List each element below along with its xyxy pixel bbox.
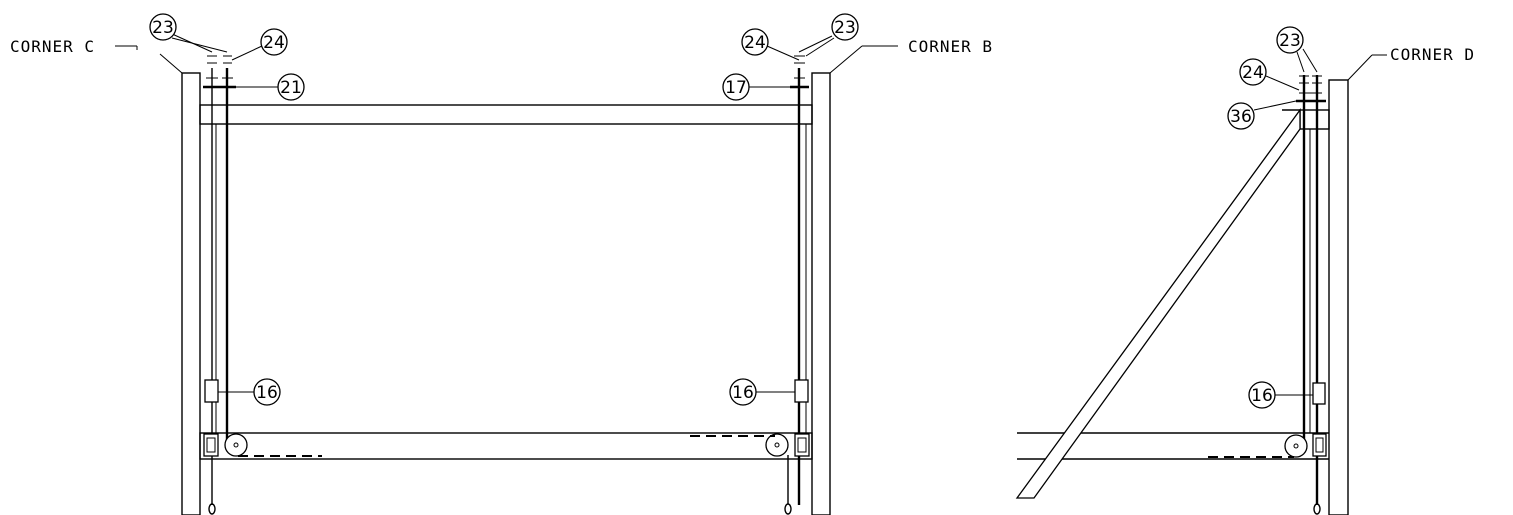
callout-24-right: 24 xyxy=(1239,58,1300,91)
callout-23-left: 23 xyxy=(149,13,228,53)
callout-16-mid: 16 xyxy=(729,378,795,406)
svg-text:23: 23 xyxy=(1279,31,1301,51)
corner-d-label: CORNER D xyxy=(1390,45,1475,64)
svg-text:21: 21 xyxy=(280,78,302,98)
svg-text:16: 16 xyxy=(732,383,754,403)
bolt-stack-left xyxy=(203,55,236,89)
bottom-beam xyxy=(199,432,813,460)
block-16-mid xyxy=(794,379,809,403)
svg-text:23: 23 xyxy=(834,18,856,38)
callout-23-right: 23 xyxy=(1276,26,1318,73)
front-elevation xyxy=(181,55,831,515)
callout-36-right: 36 xyxy=(1227,100,1297,130)
post-corner-d xyxy=(1328,79,1349,515)
svg-text:36: 36 xyxy=(1230,107,1252,127)
post-corner-b xyxy=(811,72,831,515)
post-corner-c xyxy=(181,72,201,515)
svg-text:24: 24 xyxy=(744,33,766,53)
top-beam xyxy=(199,104,813,125)
pulley-d xyxy=(1208,433,1327,458)
svg-text:16: 16 xyxy=(256,383,278,403)
svg-text:17: 17 xyxy=(725,78,747,98)
callout-23-mid: 23 xyxy=(798,13,859,57)
diagonal-brace xyxy=(1015,108,1301,499)
corner-b-label: CORNER B xyxy=(908,37,993,56)
callout-21-left: 21 xyxy=(236,73,305,101)
callout-17-mid: 17 xyxy=(722,73,790,101)
callout-16-right: 16 xyxy=(1248,381,1313,409)
svg-text:23: 23 xyxy=(152,18,174,38)
pulley-right xyxy=(690,433,810,457)
corner-c-label: CORNER C xyxy=(10,37,95,56)
callout-24-mid: 24 xyxy=(741,28,800,61)
block-16-left xyxy=(204,379,219,403)
svg-text:24: 24 xyxy=(263,33,285,53)
bolt-stack-right xyxy=(790,55,809,89)
svg-text:24: 24 xyxy=(1242,63,1264,83)
side-elevation xyxy=(1015,75,1349,515)
callout-24-left: 24 xyxy=(231,28,288,61)
callout-16-left: 16 xyxy=(218,378,281,406)
block-16-d xyxy=(1312,382,1326,405)
bolt-stack-d xyxy=(1296,75,1326,103)
pulley-left xyxy=(203,433,322,457)
svg-text:16: 16 xyxy=(1251,386,1273,406)
